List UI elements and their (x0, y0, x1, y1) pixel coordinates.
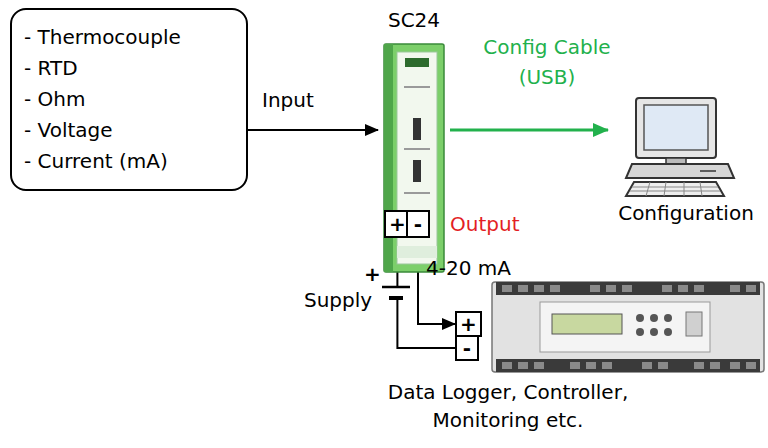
computer-illustration (644, 105, 708, 150)
data-logger-illustration (694, 285, 704, 292)
terminal-sign: - (463, 338, 471, 358)
computer-illustration (664, 182, 666, 196)
data-logger-illustration (686, 312, 702, 336)
input-types-box: - Thermocouple- RTD- Ohm- Voltage- Curre… (10, 8, 248, 191)
logger-caption: Data Logger, Controller, Monitoring etc. (353, 378, 663, 434)
data-logger-illustration (678, 285, 688, 292)
input-type-item: - Thermocouple (24, 22, 230, 53)
data-logger-illustration (492, 282, 764, 372)
data-logger-illustration (642, 362, 652, 369)
data-logger-illustration (590, 285, 600, 292)
module-illustration (413, 118, 421, 140)
computer-illustration (630, 191, 720, 192)
module-illustration (404, 148, 430, 150)
module-illustration (384, 44, 444, 272)
input-type-item: - Ohm (24, 84, 230, 115)
data-logger-illustration (550, 285, 560, 292)
data-logger-illustration (658, 362, 668, 369)
data-logger-illustration (606, 285, 616, 292)
data-logger-illustration (662, 285, 672, 292)
supply-label: Supply (304, 288, 372, 312)
data-logger-illustration (534, 285, 544, 292)
computer-illustration (636, 98, 716, 158)
computer-illustration (646, 182, 650, 196)
edge-label: Input (262, 88, 314, 112)
signal-label: 4-20 mA (426, 256, 511, 280)
computer-illustration (700, 170, 716, 172)
data-logger-illustration (534, 362, 544, 369)
signal-conditioner: SC24 +- (378, 8, 450, 274)
data-logger-illustration (694, 362, 704, 369)
module-illustration (405, 58, 429, 67)
computer-illustration (626, 98, 734, 196)
output-terminal: - (406, 210, 430, 238)
data-logger-illustration (502, 285, 756, 369)
data-logger-illustration (586, 362, 596, 369)
pc-caption: Configuration (618, 200, 754, 226)
data-logger-illustration (518, 362, 528, 369)
terminal-sign: + (389, 214, 406, 234)
data-logger-illustration (730, 285, 740, 292)
input-arrow (248, 129, 378, 131)
logger-terminal: - (455, 335, 479, 361)
configuration-pc: Configuration (608, 96, 764, 226)
data-logger-illustration (492, 282, 764, 372)
battery-symbol (384, 288, 408, 297)
battery-symbol (382, 287, 410, 298)
data-logger-illustration (650, 314, 658, 322)
data-logger-illustration (602, 362, 612, 369)
module-illustration (413, 160, 421, 182)
data-logger-illustration (636, 328, 644, 336)
input-type-item: - RTD (24, 53, 230, 84)
data-logger-illustration (664, 328, 672, 336)
module-illustration (404, 192, 430, 194)
data-logger-illustration (496, 359, 760, 372)
output-label: Output (450, 212, 519, 236)
terminal-sign: - (414, 214, 422, 234)
data-logger-illustration (746, 362, 756, 369)
module-illustration (404, 86, 430, 88)
computer-illustration (626, 164, 734, 178)
data-logger-illustration (622, 285, 632, 292)
computer-illustration (626, 182, 724, 196)
config-cable-arrow (450, 129, 608, 132)
module-illustration (384, 44, 444, 272)
polarity-sign: + (364, 262, 381, 286)
data-logger-illustration (502, 362, 512, 369)
device-title: SC24 (388, 8, 440, 32)
data-logger-illustration (664, 314, 672, 322)
data-logger-illustration (650, 328, 658, 336)
data-logger-illustration (518, 285, 528, 292)
data-logger-illustration (552, 314, 622, 334)
computer-illustration (684, 182, 685, 196)
battery-symbol (389, 296, 403, 300)
data-logger-illustration (496, 282, 760, 295)
data-logger-illustration (730, 362, 740, 369)
terminal-sign: + (460, 314, 477, 334)
data-logger-illustration (570, 362, 580, 369)
data-logger-illustration (636, 314, 644, 322)
logger-caption-text: Data Logger, Controller, Monitoring etc. (353, 378, 663, 434)
input-type-item: - Voltage (24, 115, 230, 146)
battery-symbol (382, 286, 410, 289)
data-logger-illustration (710, 362, 720, 369)
logger-terminal: + (455, 311, 482, 337)
data-logger-illustration (502, 285, 512, 292)
computer-illustration (700, 182, 702, 196)
cable-label: Config Cable (USB) (462, 32, 632, 92)
data-logger-illustration (746, 285, 756, 292)
data-logger-illustration (540, 302, 710, 352)
computer-illustration (632, 187, 718, 188)
input-type-item: - Current (mA) (24, 146, 230, 177)
